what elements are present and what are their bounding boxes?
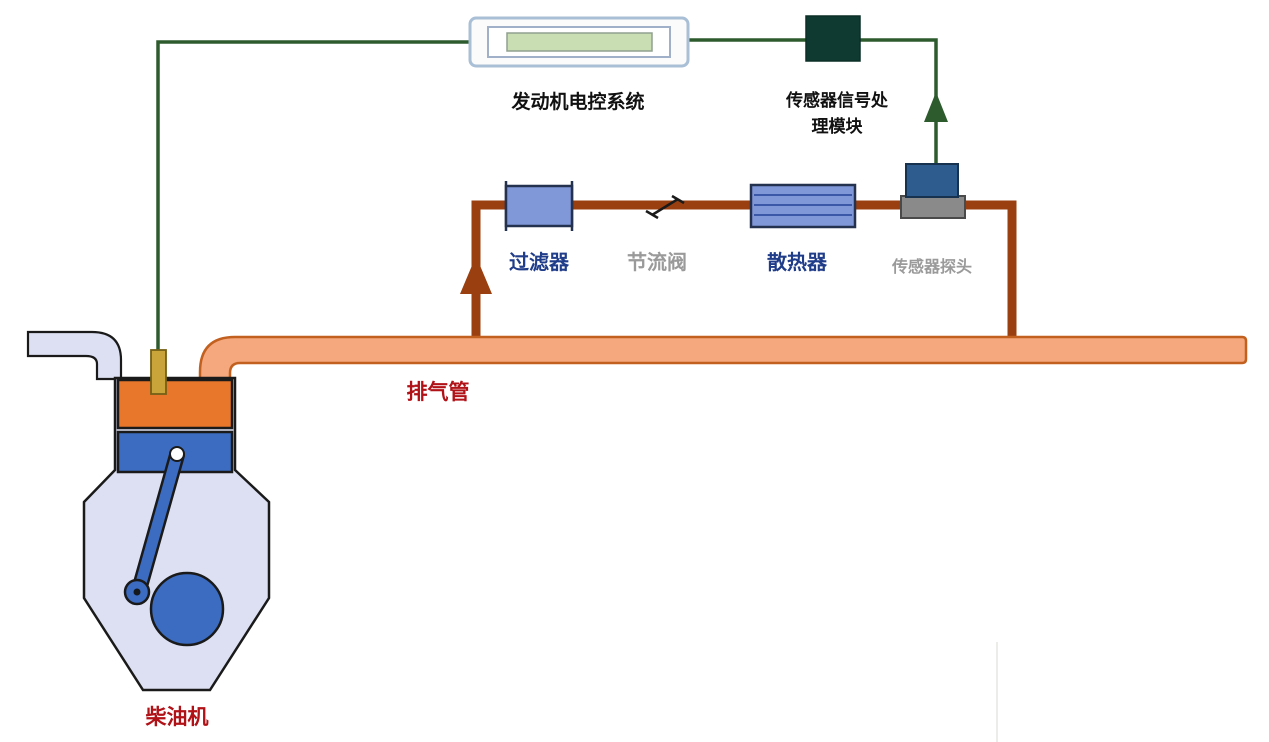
diesel-engine (82, 349, 271, 692)
wire-engine-to-ecu (156, 40, 470, 358)
diesel-engine-label: 柴油机 (145, 705, 209, 729)
signal-module-label-line1: 传感器信号处 (786, 91, 888, 111)
throttle-valve-symbol (645, 194, 685, 220)
radiator-label: 散热器 (767, 250, 827, 274)
wire-probe-to-module (860, 38, 938, 170)
engine-injector (150, 349, 167, 395)
filter-label: 过滤器 (509, 250, 569, 274)
ecu-display (506, 32, 653, 52)
signal-module-box (805, 15, 861, 62)
sensor-probe-label: 传感器探头 (891, 257, 973, 276)
valve-diagonal (651, 197, 679, 217)
filter-component (504, 181, 574, 231)
engine-cylinder-head (116, 378, 234, 430)
sensor-probe-component (900, 163, 966, 219)
sample-flow-arrow-up (460, 256, 492, 294)
radiator-fins (754, 194, 852, 216)
signal-wires (156, 38, 938, 358)
engine-crank-pin-center (133, 588, 141, 596)
ecu-label: 发动机电控系统 (511, 91, 645, 113)
probe-head (905, 163, 959, 198)
exhaust-pipe (198, 335, 1248, 385)
radiator-component (749, 183, 857, 229)
valve-tick-right (671, 194, 685, 205)
filter-body (504, 184, 574, 228)
engine-wrist-pin (169, 446, 185, 462)
throttle-valve-label: 节流阀 (627, 250, 687, 274)
engine-intake-pipe (26, 330, 123, 381)
probe-base (900, 195, 966, 219)
signal-module-label-line2: 理模块 (811, 116, 863, 137)
ecu-box (468, 16, 690, 68)
engine-connecting-rod (133, 449, 183, 596)
signal-module-label: 传感器信号处 理模块 (786, 89, 888, 140)
exhaust-pipe-label: 排气管 (406, 380, 470, 404)
engine-flywheel (149, 571, 225, 647)
signal-flow-arrow-up (924, 92, 948, 122)
